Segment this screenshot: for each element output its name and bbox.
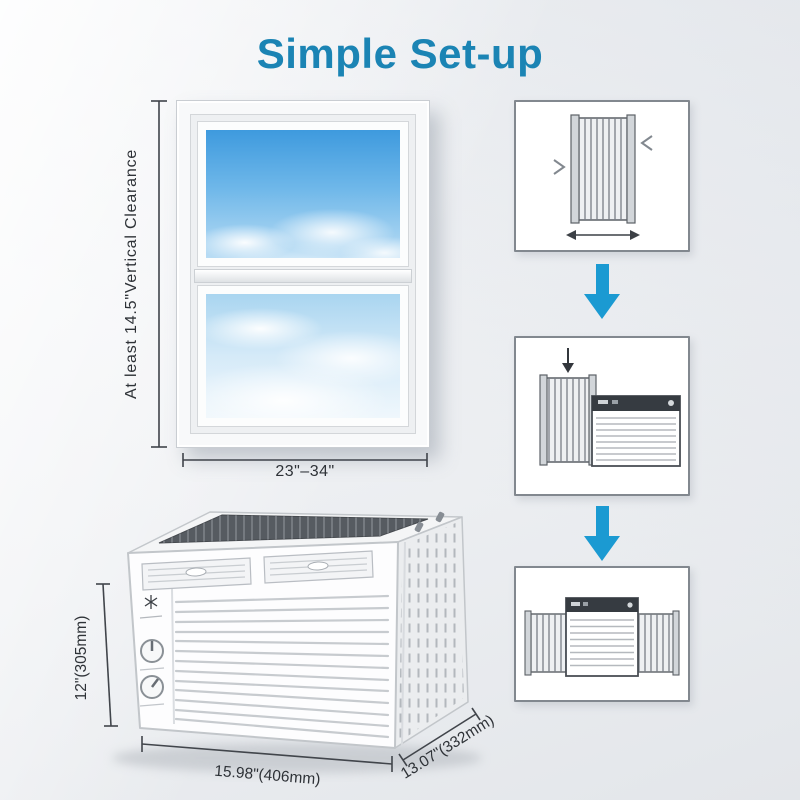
side-panel-icon xyxy=(524,610,567,676)
ac-unit-front-icon xyxy=(565,597,639,677)
ac-unit-front-icon xyxy=(591,395,681,467)
window-illustration xyxy=(176,100,430,448)
window-glass-top xyxy=(206,130,400,258)
setup-step-2 xyxy=(514,336,690,496)
ac-vent-left xyxy=(141,557,252,591)
ac-height-dimension-line xyxy=(96,583,118,727)
side-panel-icon xyxy=(637,610,680,676)
vertical-clearance-label: At least 14.5"Vertical Clearance xyxy=(123,148,140,400)
panel-insert-into-unit-icon xyxy=(539,348,681,467)
page-title: Simple Set-up xyxy=(256,30,544,77)
setup-step-3 xyxy=(514,566,690,702)
window-frame xyxy=(190,114,416,434)
insert-arrow-icon xyxy=(562,348,574,373)
window-width-dimension-line xyxy=(182,453,428,467)
ac-louver-grille xyxy=(174,594,390,739)
ac-front-face xyxy=(127,541,399,749)
ac-width-dimension-line xyxy=(141,736,393,772)
window-top-sash xyxy=(197,121,409,267)
ac-unit-illustration: 12"(305mm) 15.98"(406mm) 13.07"(332mm) xyxy=(73,511,497,788)
setup-step-1 xyxy=(514,100,690,252)
side-panel-extend-icon xyxy=(553,114,653,240)
ac-shadow xyxy=(112,743,482,773)
window-meeting-rail xyxy=(194,269,412,283)
assembled-unit-icon xyxy=(524,597,680,677)
pull-arrow-right-icon xyxy=(640,135,653,151)
ac-side-face xyxy=(394,511,469,749)
ac-depth-dimension-line xyxy=(398,707,481,767)
side-panel-icon xyxy=(570,114,636,224)
down-arrow-icon xyxy=(584,506,620,561)
pull-arrow-left-icon xyxy=(553,159,566,175)
down-arrow-icon xyxy=(584,264,620,319)
snowflake-icon xyxy=(144,595,158,609)
side-panel-icon xyxy=(539,374,597,466)
window-bottom-sash xyxy=(197,285,409,427)
extend-width-arrow-icon xyxy=(566,230,640,240)
vertical-clearance-dimension-line xyxy=(151,100,167,448)
ac-height-label: 12"(305mm) xyxy=(73,616,90,701)
ac-control-panel xyxy=(139,588,175,725)
window-glass-bottom xyxy=(206,294,400,418)
ac-vent-right xyxy=(263,550,374,584)
window-width-label: 23"–34" xyxy=(275,463,335,480)
